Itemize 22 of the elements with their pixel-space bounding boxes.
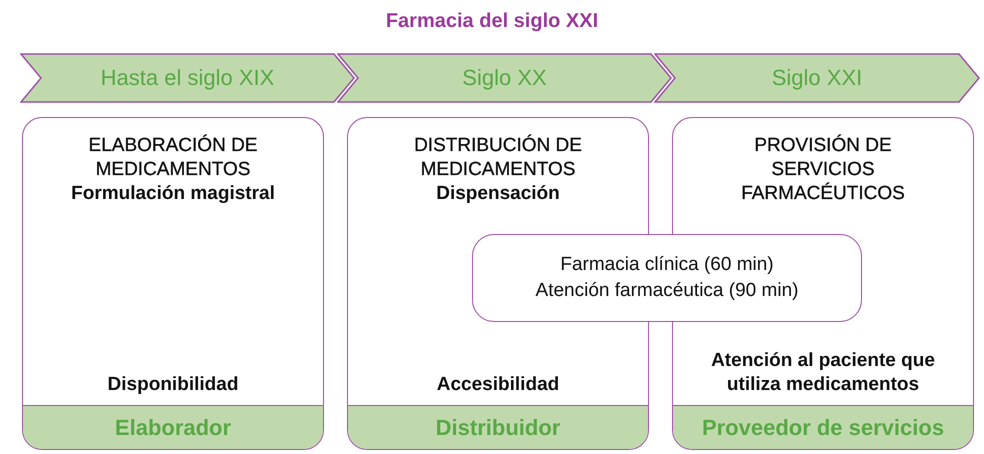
period-label: Siglo XX — [461, 65, 548, 91]
chevron-band — [20, 53, 355, 103]
service-item: Farmacia clínica (60 min) — [560, 253, 774, 277]
stage-heading: PROVISIÓN DE SERVICIOS FARMACÉUTICOS — [740, 134, 906, 206]
chevron-band — [337, 53, 672, 103]
role-band: Proveedor de servicios — [673, 405, 973, 449]
stage-activity: Dispensación — [435, 182, 561, 206]
stage-card — [22, 117, 324, 450]
stage-heading: DISTRIBUCIÓN DE MEDICAMENTOS — [413, 134, 583, 182]
stage-heading: ELABORACIÓN DE MEDICAMENTOS — [88, 134, 258, 182]
stage-focus: Disponibilidad — [106, 373, 240, 397]
period-label: Hasta el siglo XIX — [100, 65, 276, 91]
service-item: Atención farmacéutica (90 min) — [536, 279, 798, 303]
role-band: Distribuidor — [348, 405, 648, 449]
stage-focus: Atención al paciente que utiliza medicamentos — [710, 349, 936, 397]
stage-activity: Formulación magistral — [70, 182, 276, 206]
diagram-title: Farmacia del siglo XXI — [384, 10, 600, 33]
chevron-band — [654, 53, 980, 103]
period-label: Siglo XXI — [770, 65, 864, 91]
stage-focus: Accesibilidad — [436, 373, 560, 397]
role-band: Elaborador — [23, 405, 323, 449]
service-box — [472, 234, 862, 322]
